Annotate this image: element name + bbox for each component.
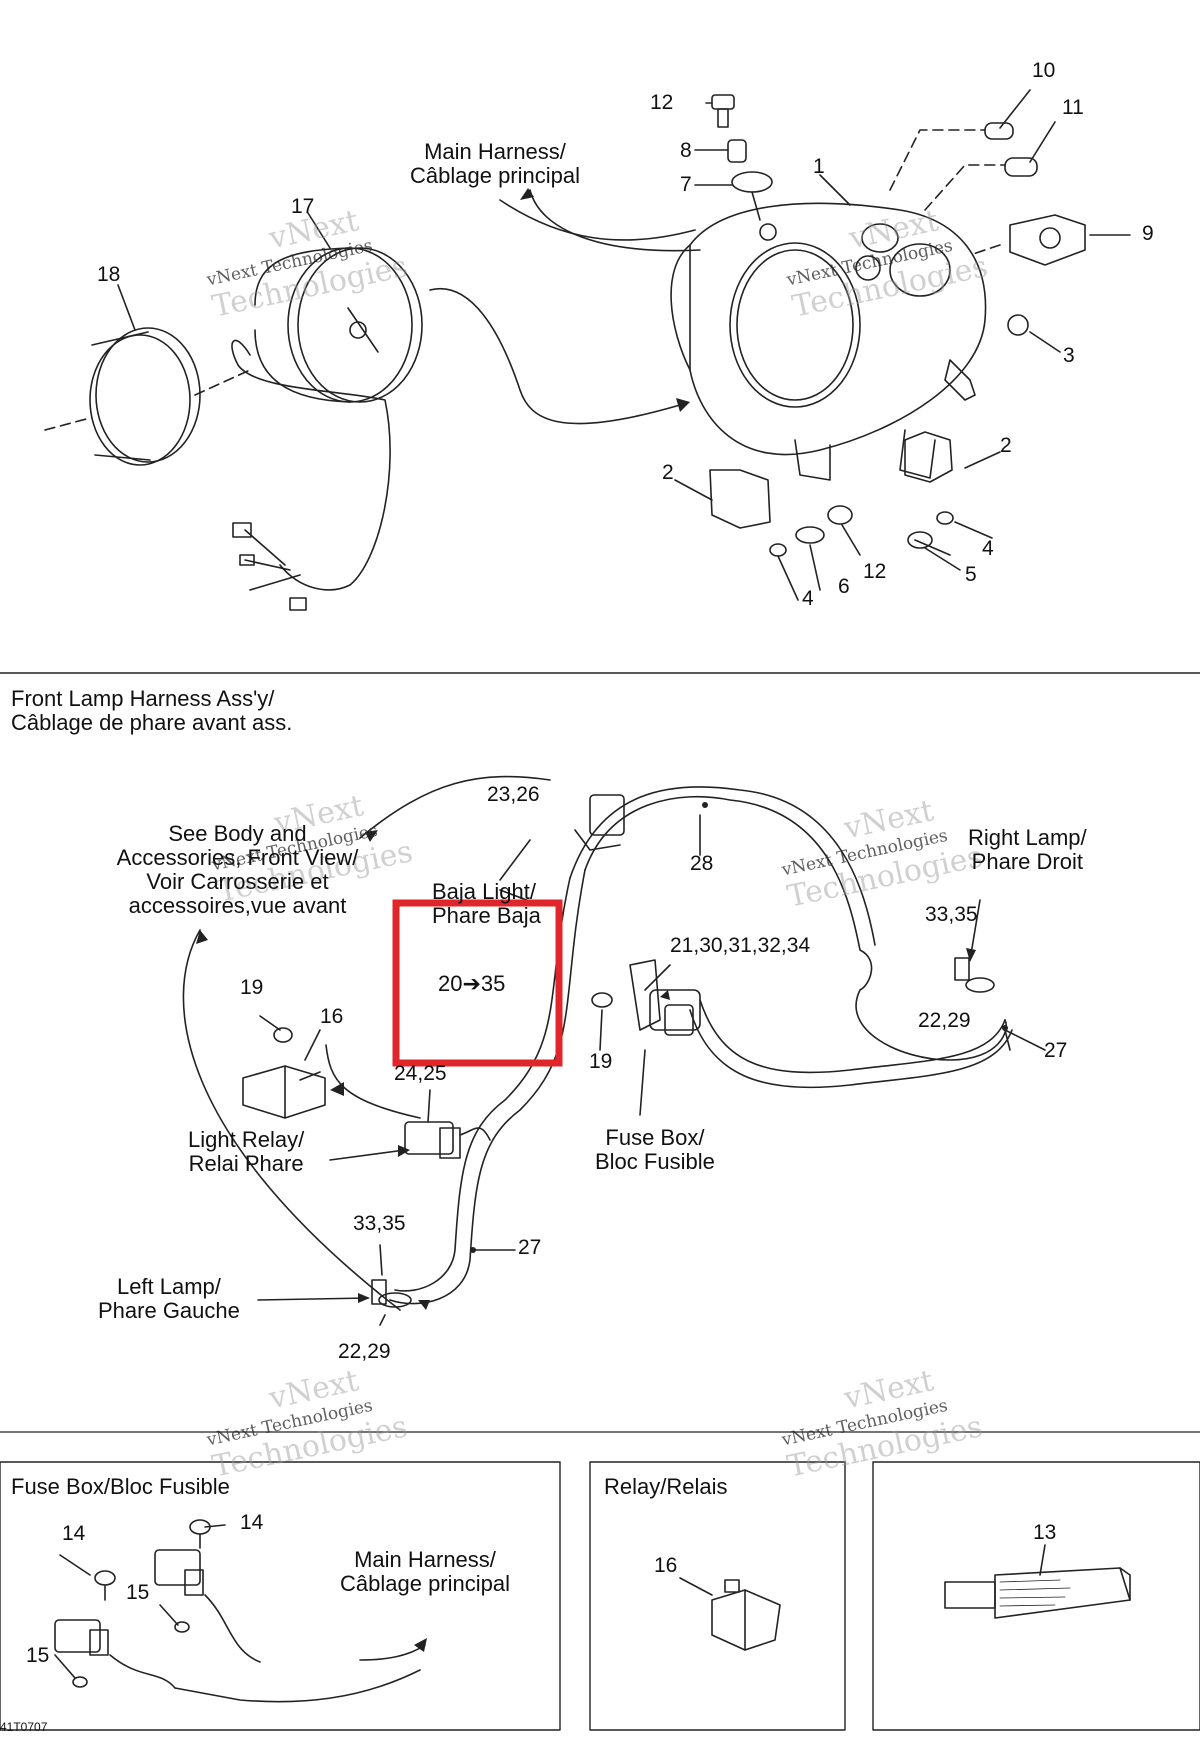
screw-12-top: [711, 94, 735, 128]
washer-3: [1007, 314, 1029, 336]
connector-24-25: [404, 1121, 461, 1159]
range-label: 20➔35: [438, 971, 506, 996]
callout-label: 15: [126, 1581, 150, 1604]
callout-label: 28: [690, 852, 714, 875]
callout-label: 1: [813, 155, 825, 178]
callout-label: 14: [240, 1511, 264, 1534]
bulb-10: [984, 122, 1014, 140]
front-lamp-title: Front Lamp Harness Ass'y/ Câblage de pha…: [11, 686, 293, 735]
see-body-label: See Body and Accessories, Front View/ Vo…: [116, 821, 359, 918]
relay-drawing: [711, 1579, 781, 1651]
callout-label: 22,29: [918, 1009, 971, 1032]
figure-code: 41T0707: [0, 1720, 48, 1734]
callout-label: 10: [1032, 59, 1056, 82]
bracket-2-right: [904, 431, 953, 483]
callout-label: 14: [62, 1522, 86, 1545]
relay-panel-frame: [589, 1461, 846, 1731]
callout-label: 16: [320, 1005, 344, 1028]
light-relay-label: Light Relay/ Relai Phare: [188, 1127, 305, 1176]
callout-label: 4: [982, 537, 994, 560]
grommet-7: [731, 171, 773, 193]
relay-panel-title: Relay/Relais: [604, 1474, 728, 1499]
screw-19-right: [591, 992, 613, 1008]
callout-label: 11: [1062, 96, 1084, 119]
screw-19-left: [273, 1027, 293, 1043]
fuse-box-drawing: [54, 1519, 421, 1703]
callout-label: 19: [589, 1050, 613, 1073]
callout-label: 4: [802, 587, 814, 610]
callout-label: 16: [654, 1554, 678, 1577]
callout-label: 5: [965, 563, 977, 586]
key-switch-9: [1009, 214, 1086, 266]
callout-label: 18: [97, 263, 121, 286]
fuse-box-panel-frame: [0, 1461, 561, 1731]
callout-label: 22,29: [338, 1340, 391, 1363]
left-lamp-label: Left Lamp/ Phare Gauche: [98, 1274, 240, 1323]
callout-label: 2: [1000, 434, 1012, 457]
callout-label: 33,35: [353, 1212, 406, 1235]
callout-label: 15: [26, 1644, 50, 1667]
callout-label: 3: [1063, 344, 1075, 367]
bezel-18: [44, 327, 251, 466]
gauge-17: [254, 247, 423, 403]
fuse-box-label: Fuse Box/ Bloc Fusible: [595, 1125, 715, 1174]
callout-label: 13: [1033, 1521, 1057, 1544]
callout-label: 9: [1142, 222, 1154, 245]
bulb-11: [1004, 157, 1038, 177]
right-lamp-label: Right Lamp/ Phare Droit: [968, 825, 1087, 874]
relay-16: [242, 1065, 326, 1119]
main-harness-label-bottom: Main Harness/ Câblage principal: [340, 1547, 510, 1596]
grease-panel-frame: [872, 1461, 1200, 1731]
callout-label: 12: [650, 91, 674, 114]
callout-label: 19: [240, 976, 264, 999]
fuse-box-panel-title: Fuse Box/Bloc Fusible: [11, 1474, 230, 1499]
baja-light-label: Baja Light/ Phare Baja: [432, 879, 541, 928]
main-harness-label: Main Harness/ Câblage principal: [410, 139, 580, 188]
bracket-2-left: [709, 469, 771, 529]
callout-label: 33,35: [925, 903, 978, 926]
callout-label: 8: [680, 139, 692, 162]
grease-tube-13: [944, 1567, 1131, 1619]
callout-label: 7: [680, 173, 692, 196]
callout-label: 2: [662, 461, 674, 484]
highlight-box: [392, 899, 563, 1067]
callout-label: 27: [518, 1236, 542, 1259]
callout-label: 23,26: [487, 783, 540, 806]
callout-label: 27: [1044, 1039, 1068, 1062]
connector-23-26: [574, 794, 625, 851]
callout-label: 6: [838, 575, 850, 598]
connector-33-35-right: [954, 957, 995, 993]
bushing-8: [727, 139, 747, 163]
callout-label: 17: [291, 195, 315, 218]
callout-label: 21,30,31,32,34: [670, 934, 811, 957]
callout-label: 12: [863, 560, 887, 583]
cluster-housing: [670, 202, 987, 481]
connector-33-35-left: [371, 1279, 412, 1308]
fuse-box-assembly: [629, 959, 701, 1036]
callout-label: 24,25: [394, 1062, 447, 1085]
